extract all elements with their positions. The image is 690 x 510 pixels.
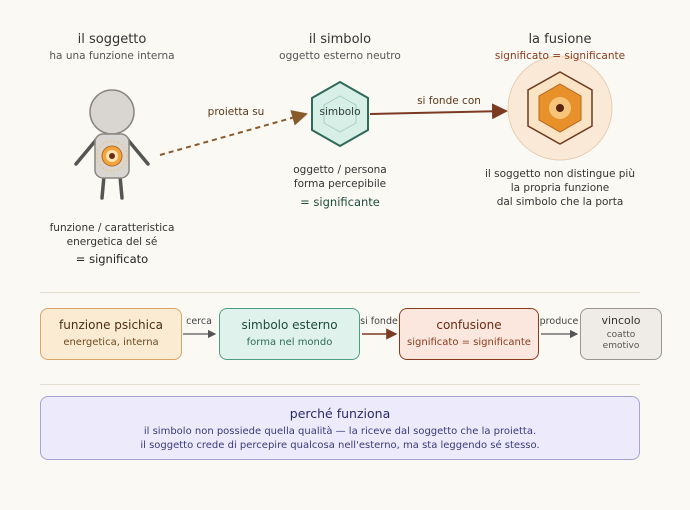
simbolo-significante: = significante: [300, 195, 380, 209]
flow-box-simbolo-title: simbolo esterno: [241, 318, 338, 332]
flow-box-confusione-subtitle: significato = significante: [407, 337, 531, 348]
divider-top: [40, 292, 640, 293]
simbolo-caption-line2: forma percepibile: [293, 178, 387, 190]
info-line2: il soggetto crede di percepire qualcosa …: [140, 440, 540, 451]
simbolo-hex-label: simbolo: [319, 106, 361, 118]
flow-box-vincolo: vincolo coatto emotivo: [580, 308, 662, 360]
divider-bottom: [40, 384, 640, 385]
simbolo-caption-line1: oggetto / persona: [293, 164, 387, 176]
flow-label-produce: produce: [539, 316, 579, 327]
flow-box-funzione: funzione psichica energetica, interna: [40, 308, 182, 360]
fusione-caption-line1: il soggetto non distingue più: [484, 168, 636, 180]
flow-box-vincolo-sub2: emotivo: [602, 341, 640, 351]
fonde-label: si fonde con: [417, 95, 481, 107]
symbol-hexagon-icon: [311, 80, 369, 148]
soggetto-caption-line2: energetica del sé: [66, 236, 158, 248]
fusione-title: la fusione: [528, 32, 592, 47]
flow-label-cerca: cerca: [186, 316, 212, 327]
soggetto-subtitle: ha una funzione interna: [49, 50, 175, 62]
simbolo-title: il simbolo: [308, 32, 372, 47]
proietta-label: proietta su: [207, 106, 265, 118]
person-figure-icon: [74, 89, 150, 200]
soggetto-caption-line1: funzione / caratteristica: [49, 222, 175, 234]
info-title: perché funziona: [289, 406, 391, 421]
flow-box-confusione: confusione significato = significante: [399, 308, 539, 360]
fusione-caption-line3: dal simbolo che la porta: [496, 196, 624, 208]
info-box: perché funziona il simbolo non possiede …: [40, 396, 640, 460]
fusion-icon: [507, 55, 613, 161]
flow-box-funzione-title: funzione psichica: [59, 318, 163, 332]
info-line1: il simbolo non possiede quella qualità —…: [143, 426, 537, 437]
soggetto-title: il soggetto: [77, 32, 147, 47]
fusione-caption-line2: la propria funzione: [510, 182, 610, 194]
fuse-arrow: [369, 103, 508, 120]
flow-box-funzione-subtitle: energetica, interna: [63, 337, 159, 348]
flow-box-simbolo-subtitle: forma nel mondo: [246, 337, 333, 348]
flow-box-simbolo: simbolo esterno forma nel mondo: [219, 308, 360, 360]
simbolo-subtitle: oggetto esterno neutro: [279, 50, 401, 62]
soggetto-significato: = significato: [75, 252, 149, 266]
flow-box-vincolo-title: vincolo: [601, 314, 641, 327]
flow-box-confusione-title: confusione: [436, 318, 502, 332]
fusione-subtitle: significato = significante: [494, 50, 626, 62]
flow-box-vincolo-sub1: coatto: [606, 330, 636, 340]
flow-label-si-fonde: si fonde: [360, 316, 398, 327]
projection-arrow: [159, 110, 308, 156]
